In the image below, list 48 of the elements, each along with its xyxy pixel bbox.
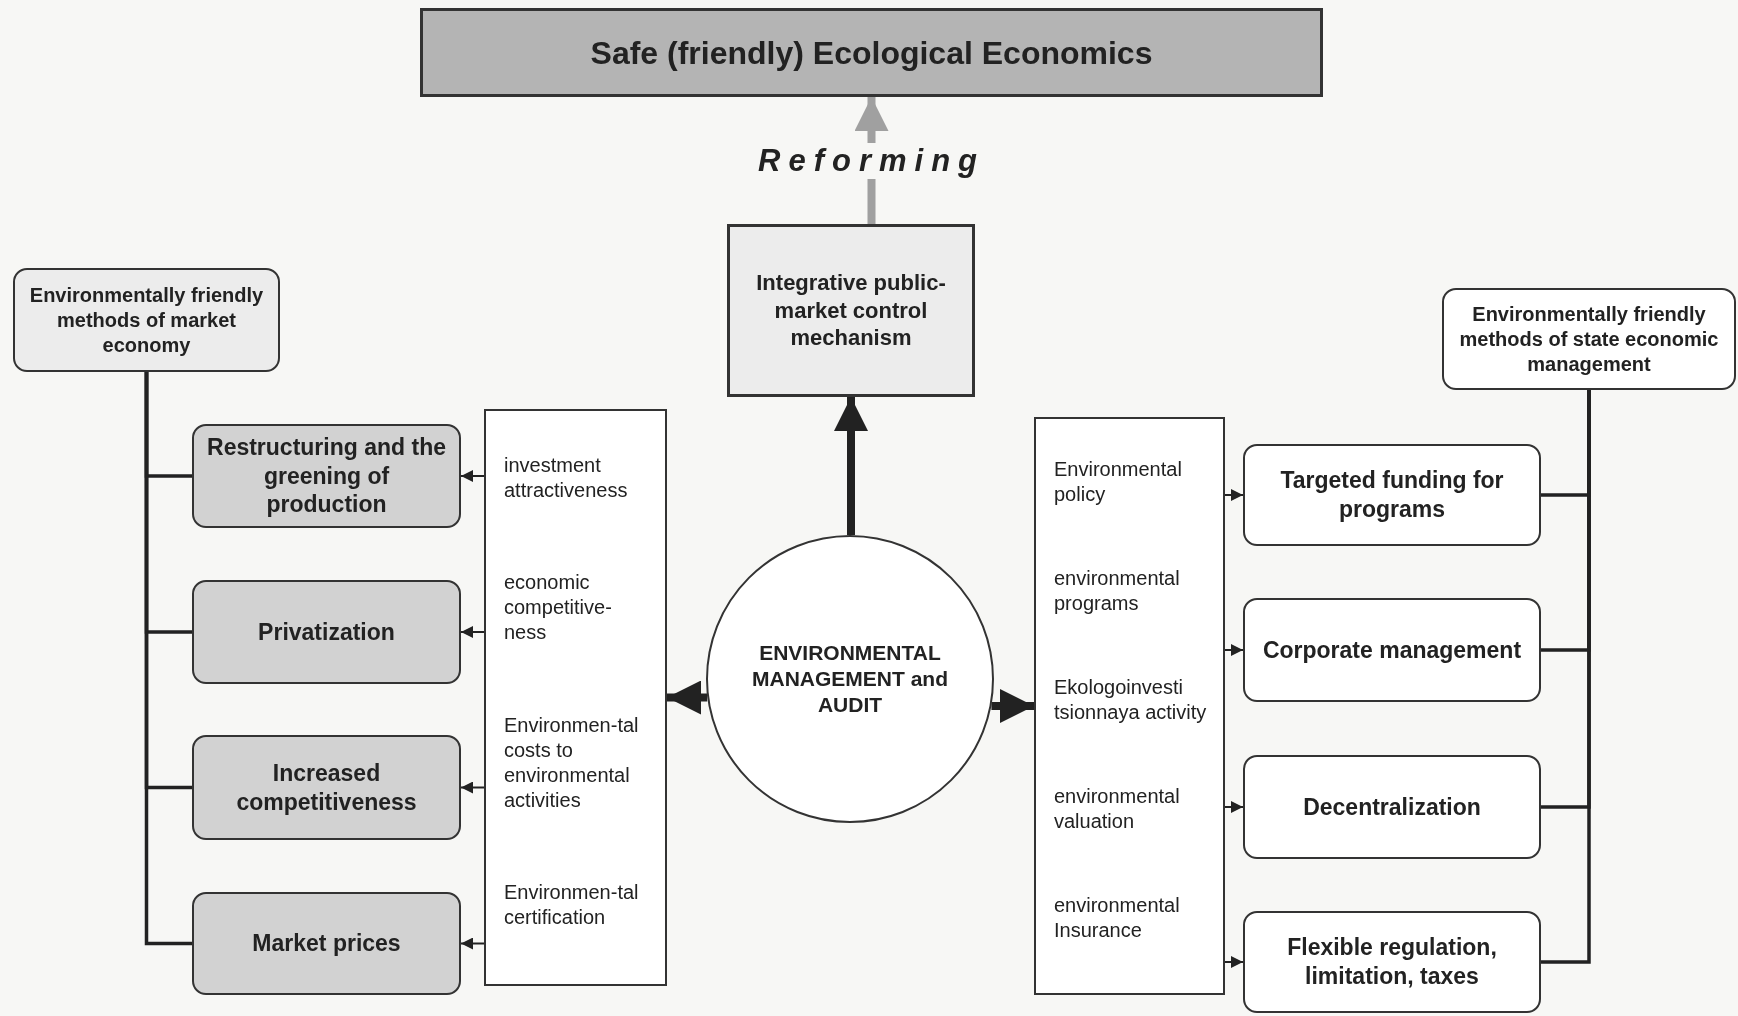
node-label: Targeted funding for programs bbox=[1279, 466, 1505, 524]
list-box bbox=[484, 409, 667, 986]
process-box bbox=[1243, 755, 1541, 859]
process-box bbox=[192, 424, 461, 528]
process-box bbox=[192, 892, 461, 995]
node-label: Restructuring and the greening of production bbox=[206, 432, 447, 520]
node-label: Increased competitiveness bbox=[235, 758, 418, 817]
list-item: Ekologoinvesti tsionnaya activity bbox=[1054, 674, 1208, 725]
arrow bbox=[1224, 801, 1244, 813]
node-label: ENVIRONMENTAL MANAGEMENT and AUDIT bbox=[751, 639, 949, 719]
title-text: Safe (friendly) Ecological Economics bbox=[590, 33, 1153, 73]
arrow bbox=[460, 781, 485, 794]
process-box bbox=[13, 268, 280, 372]
arrow bbox=[1224, 956, 1244, 968]
node-label: Corporate management bbox=[1262, 635, 1522, 665]
list-item: Environmen-tal costs to environmental activities bbox=[504, 712, 640, 813]
node-label: Privatization bbox=[258, 617, 395, 647]
list-item: economic competitive-ness bbox=[504, 570, 613, 646]
process-box bbox=[727, 224, 975, 397]
list-item: Environmen-tal certification bbox=[504, 880, 640, 931]
arrow bbox=[667, 680, 708, 715]
title-box bbox=[420, 8, 1323, 97]
arrow bbox=[834, 397, 868, 535]
node-label: Decentralization bbox=[1303, 792, 1481, 822]
connector-line bbox=[144, 372, 192, 946]
node-label: Environmentally friendly methods of market economy bbox=[28, 282, 265, 358]
process-box bbox=[1243, 911, 1541, 1013]
list-item: Environmental policy bbox=[1054, 456, 1183, 507]
process-box bbox=[1243, 598, 1541, 702]
process-box bbox=[1442, 288, 1736, 390]
arrow bbox=[460, 626, 485, 638]
node-label: Integrative public-market control mechanism bbox=[755, 269, 947, 352]
arrow bbox=[460, 937, 485, 950]
arrow bbox=[1224, 489, 1244, 501]
node-label: Environmentally friendly methods of state economic management bbox=[1458, 301, 1720, 377]
node-label: Market prices bbox=[252, 929, 401, 958]
process-box bbox=[192, 735, 461, 840]
arrow bbox=[460, 470, 485, 482]
arrow bbox=[1224, 644, 1244, 656]
list-box bbox=[1034, 417, 1225, 995]
list-item: investment attractiveness bbox=[504, 452, 629, 503]
process-box bbox=[1243, 444, 1541, 546]
process-box bbox=[192, 580, 461, 684]
list-item: environmental Insurance bbox=[1054, 893, 1181, 944]
list-item: environmental valuation bbox=[1054, 784, 1181, 835]
node-label: Flexible regulation, limitation, taxes bbox=[1286, 933, 1498, 991]
list-item: environmental programs bbox=[1054, 565, 1181, 616]
arrow bbox=[991, 689, 1034, 723]
